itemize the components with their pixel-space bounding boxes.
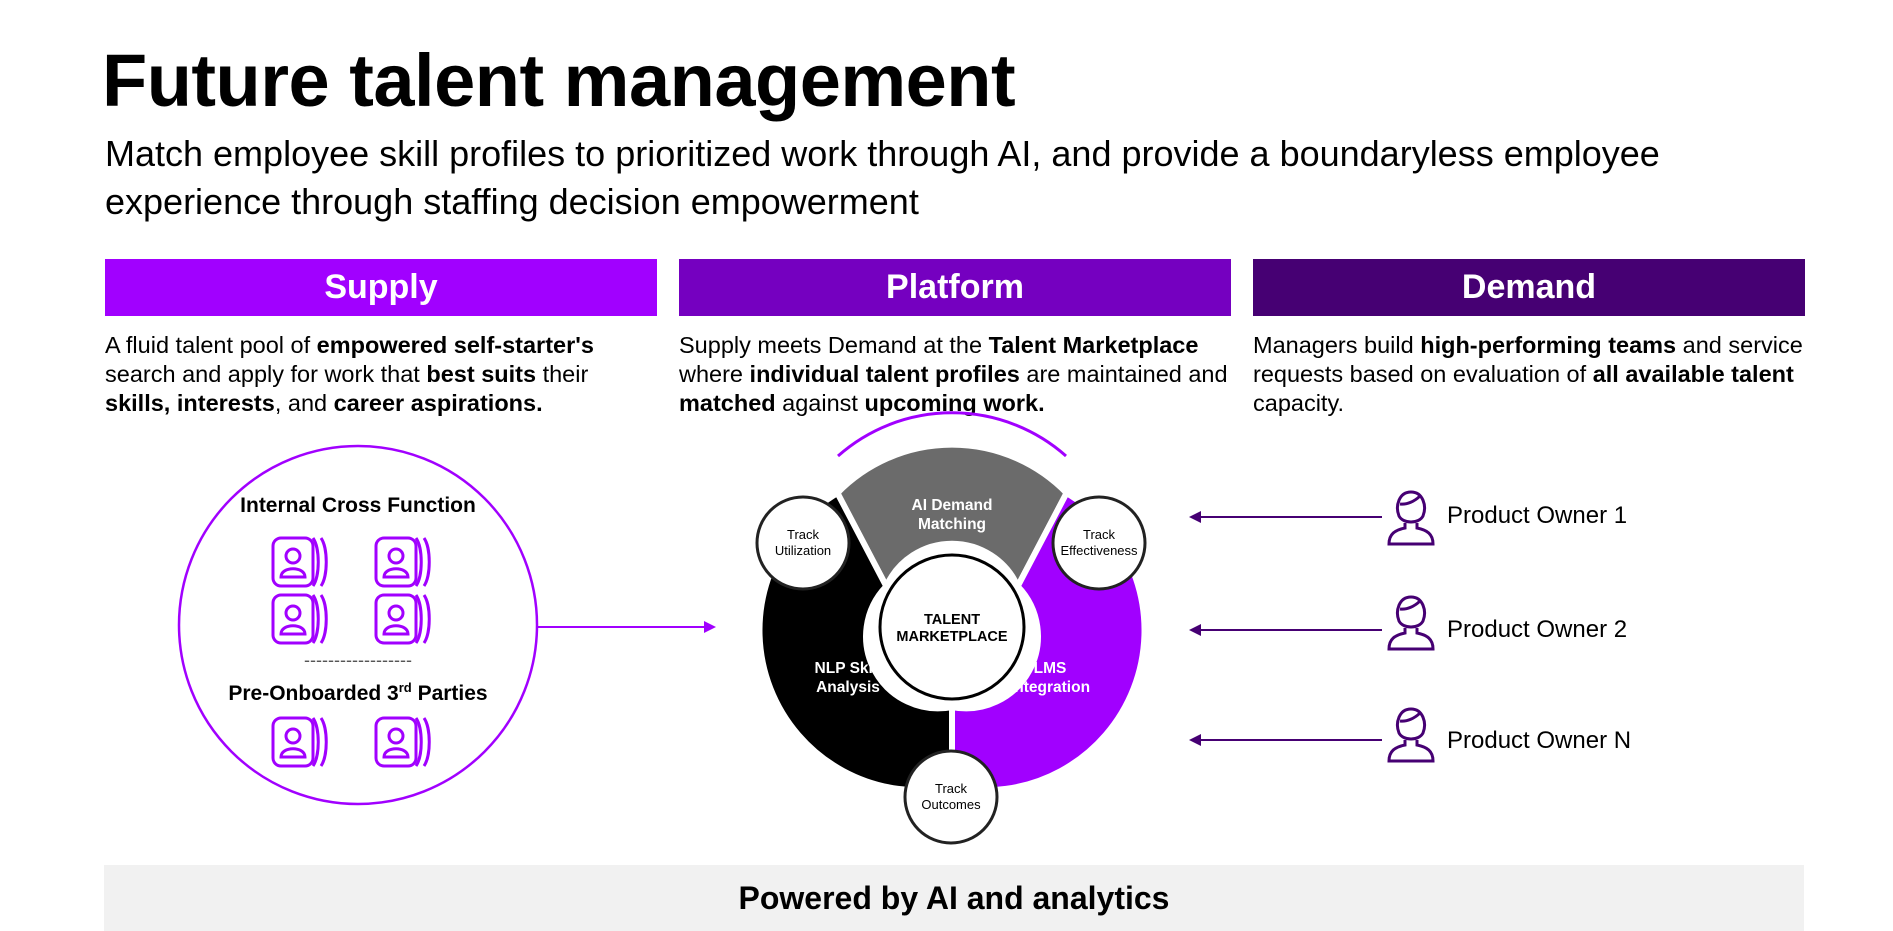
internal-cross-function-label: Internal Cross Function	[240, 494, 476, 517]
lms-label-line1: LMS	[1034, 660, 1067, 677]
person-icon	[1387, 490, 1435, 546]
body-text: Supply meets Demand at the	[679, 332, 989, 358]
track-utilization-circle	[755, 495, 851, 591]
arrow-head-icon	[1189, 624, 1201, 636]
hub-label-line1: TALENT	[924, 612, 980, 628]
body-text: and service requests based on evaluation…	[1253, 332, 1803, 387]
footer-banner: Powered by AI and analytics	[104, 865, 1804, 931]
person-card-stack-icon	[271, 593, 328, 645]
hub-label-line2: MARKETPLACE	[896, 629, 1007, 645]
track-utilization-line1: Track	[787, 527, 820, 542]
emphasis-text: individual talent profiles	[749, 361, 1020, 387]
track-outcomes-line2: Outcomes	[921, 797, 981, 812]
product-owner-2-label: Product Owner 2	[1447, 616, 1627, 643]
nlp-label-line2: Analysis	[816, 679, 880, 696]
emphasis-text: high-performing teams	[1420, 332, 1677, 358]
track-utilization-line2: Utilization	[775, 543, 831, 558]
supply-pool-circle	[177, 444, 539, 806]
person-card-stack-icon	[374, 593, 431, 645]
page-title: Future talent management	[102, 39, 1016, 122]
emphasis-text: all available talent	[1592, 361, 1794, 387]
emphasis-text: matched	[679, 390, 776, 416]
body-text: where	[679, 361, 750, 387]
track-outcomes-line1: Track	[935, 781, 968, 796]
person-card-stack-icon	[374, 716, 431, 768]
emphasis-text: career aspirations.	[333, 390, 543, 416]
talent-marketplace-hub	[878, 553, 1026, 701]
supply-header: Supply	[105, 259, 657, 316]
track-effectiveness-line2: Effectiveness	[1060, 543, 1138, 558]
emphasis-text: best suits	[426, 361, 537, 387]
emphasis-text: Talent Marketplace	[988, 332, 1199, 358]
product-owner-1-label: Product Owner 1	[1447, 502, 1627, 529]
track-outcomes-circle	[903, 749, 999, 845]
ai-demand-label-line1: AI Demand	[912, 497, 993, 514]
track-effectiveness-line1: Track	[1083, 527, 1116, 542]
supply-description: A fluid talent pool of empowered self-st…	[105, 331, 660, 418]
platform-description: Supply meets Demand at the Talent Market…	[679, 331, 1249, 418]
body-text: capacity.	[1253, 390, 1344, 416]
lms-label-line2: Integration	[1010, 679, 1090, 696]
body-text: against	[775, 390, 865, 416]
body-text: A fluid talent pool of	[105, 332, 317, 358]
body-text: search and apply for work that	[105, 361, 427, 387]
body-text: their	[536, 361, 589, 387]
body-text: , and	[274, 390, 334, 416]
platform-header: Platform	[679, 259, 1231, 316]
person-icon	[1387, 707, 1435, 763]
nlp-label-line1: NLP Skill	[815, 660, 882, 677]
body-text: Managers build	[1253, 332, 1421, 358]
outer-arc-top	[837, 411, 1067, 458]
arrow-head-icon	[1189, 734, 1201, 746]
person-icon	[1387, 595, 1435, 651]
group-divider: ------------------	[304, 650, 412, 670]
track-effectiveness-circle	[1051, 495, 1147, 591]
demand-header: Demand	[1253, 259, 1805, 316]
pre-onboarded-label: Pre-Onboarded 3rd Parties	[228, 680, 487, 705]
person-card-stack-icon	[271, 716, 328, 768]
product-owner-n-label: Product Owner N	[1447, 727, 1631, 754]
ai-demand-label-line2: Matching	[918, 516, 986, 533]
body-text: are maintained and	[1019, 361, 1228, 387]
person-card-stack-icon	[271, 536, 328, 588]
emphasis-text: empowered self-starter's	[316, 332, 594, 358]
arrow-head-icon	[704, 621, 716, 633]
arrow-head-icon	[1189, 511, 1201, 523]
emphasis-text: skills, interests	[105, 390, 275, 416]
demand-description: Managers build high-performing teams and…	[1253, 331, 1808, 418]
person-card-stack-icon	[374, 536, 431, 588]
page-subtitle: Match employee skill profiles to priorit…	[105, 133, 1660, 222]
